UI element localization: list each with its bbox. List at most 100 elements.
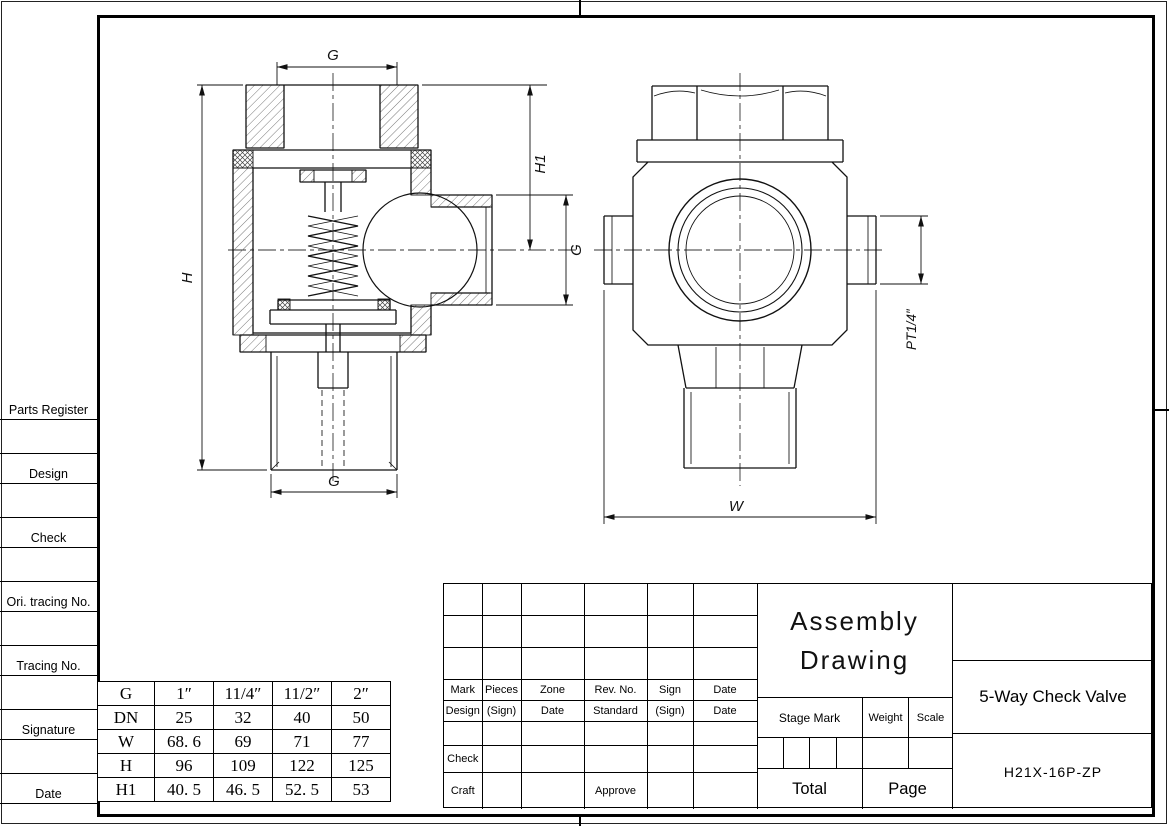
margin-field-date: Date	[0, 774, 97, 815]
table-row: G 1″ 11/4″ 11/2″ 2″	[97, 681, 391, 706]
table-row	[444, 615, 758, 648]
size-table-row-label: H1	[97, 777, 155, 802]
size-table-cell: 46. 5	[213, 777, 273, 802]
table-row	[444, 584, 758, 616]
size-table: G 1″ 11/4″ 11/2″ 2″ DN 25 32 40 50 W 68.…	[97, 681, 391, 802]
margin-label: Check	[0, 518, 97, 548]
margin-spacer	[0, 612, 97, 646]
size-table-cell: 53	[331, 777, 391, 802]
size-table-cell: 125	[331, 753, 391, 778]
center-tick-right	[1155, 409, 1169, 411]
stage-mark-label: Stage Mark	[757, 698, 863, 737]
stage-box	[837, 738, 863, 768]
margin-spacer	[0, 676, 97, 710]
grid-cell	[647, 615, 694, 648]
page-label: Page	[888, 779, 927, 798]
grid-cell	[693, 615, 758, 648]
revision-sign-grid: Mark Pieces Zone Rev. No. Sign Date Desi…	[444, 584, 758, 809]
size-table-cell: 109	[213, 753, 273, 778]
grid-cell	[647, 772, 694, 809]
size-table-cell: 2″	[331, 681, 391, 706]
size-table-cell: 40	[272, 705, 332, 730]
margin-label: Tracing No.	[0, 646, 97, 676]
stage-box	[757, 738, 784, 768]
grid-cell	[444, 584, 483, 616]
approve-label: Approve	[584, 772, 648, 809]
title-block-right: 5-Way Check Valve H21X-16P-ZP	[953, 584, 1153, 809]
grid-cell	[521, 584, 585, 616]
size-table-cell: 71	[272, 729, 332, 754]
rev-header-cell: Pieces	[482, 679, 522, 701]
table-row: H1 40. 5 46. 5 52. 5 53	[97, 777, 391, 802]
dim-label-side-g: G	[568, 244, 585, 256]
size-table-row-label: H	[97, 753, 155, 778]
margin-label: Date	[0, 774, 97, 804]
size-table-row-label: G	[97, 681, 155, 706]
title-block-middle: Assembly Drawing Stage Mark Weight Scale…	[757, 584, 953, 809]
rev-header-cell: Sign	[647, 679, 694, 701]
size-table-cell: 50	[331, 705, 391, 730]
dim-label-top-g: G	[327, 47, 339, 64]
grid-cell	[521, 745, 585, 773]
title-block-empty-box	[953, 584, 1153, 661]
dim-label-bottom-g: G	[328, 473, 340, 490]
check-label: Check	[444, 745, 483, 773]
size-table-cell: 11/2″	[272, 681, 332, 706]
size-table-cell: 11/4″	[213, 681, 273, 706]
margin-field-parts-register: Parts Register	[0, 390, 97, 454]
dim-label-h1: H1	[532, 154, 549, 173]
margin-spacer	[0, 740, 97, 774]
rev-header-cell: Mark	[444, 679, 483, 701]
margin-spacer	[0, 548, 97, 582]
size-table-cell: 25	[154, 705, 214, 730]
margin-label: Ori. tracing No.	[0, 582, 97, 612]
grid-cell	[521, 647, 585, 680]
dimensions: G H H1 G G PT1/4″ W	[179, 47, 928, 524]
margin-spacer	[0, 804, 97, 815]
title-line-1: Assembly	[790, 605, 919, 636]
table-row	[444, 721, 758, 746]
grid-cell	[521, 615, 585, 648]
drawing-frame	[97, 15, 1155, 817]
margin-label: Parts Register	[0, 390, 97, 420]
scale-value-box	[909, 738, 952, 768]
size-table-row-label: W	[97, 729, 155, 754]
weight-value-box	[863, 738, 909, 768]
grid-cell	[482, 745, 522, 773]
grid-cell	[482, 615, 522, 648]
total-page-row: Total Page	[757, 769, 952, 809]
grid-cell	[482, 721, 522, 746]
margin-spacer	[0, 484, 97, 518]
margin-field-tracing-no: Tracing No.	[0, 646, 97, 710]
grid-cell	[693, 721, 758, 746]
weight-label: Weight	[863, 698, 909, 737]
margin-field-check: Check	[0, 518, 97, 582]
sign-row-cell: (Sign)	[647, 700, 694, 722]
title-line-2: Drawing	[799, 644, 910, 675]
size-table-cell: 122	[272, 753, 332, 778]
margin-label: Design	[0, 454, 97, 484]
grid-cell	[584, 584, 648, 616]
grid-cell	[647, 584, 694, 616]
size-table-cell: 40. 5	[154, 777, 214, 802]
size-table-cell: 52. 5	[272, 777, 332, 802]
dim-label-pt: PT1/4″	[904, 308, 919, 350]
sign-row-cell: Date	[521, 700, 585, 722]
scale-label: Scale	[916, 711, 945, 724]
grid-cell	[444, 721, 483, 746]
grid-cell	[647, 745, 694, 773]
margin-field-ori-tracing-no: Ori. tracing No.	[0, 582, 97, 646]
margin-label: Signature	[0, 710, 97, 740]
grid-cell	[444, 615, 483, 648]
title-block: Mark Pieces Zone Rev. No. Sign Date Desi…	[443, 583, 1153, 809]
craft-label: Craft	[444, 772, 483, 809]
grid-cell	[482, 772, 522, 809]
stage-box	[810, 738, 837, 768]
table-row: DN 25 32 40 50	[97, 705, 391, 730]
stage-mark-row: Stage Mark Weight Scale	[757, 698, 952, 738]
table-row: Mark Pieces Zone Rev. No. Sign Date	[444, 679, 758, 701]
valve-section-view	[232, 84, 493, 471]
drawing-type-title: Assembly Drawing	[757, 584, 952, 698]
